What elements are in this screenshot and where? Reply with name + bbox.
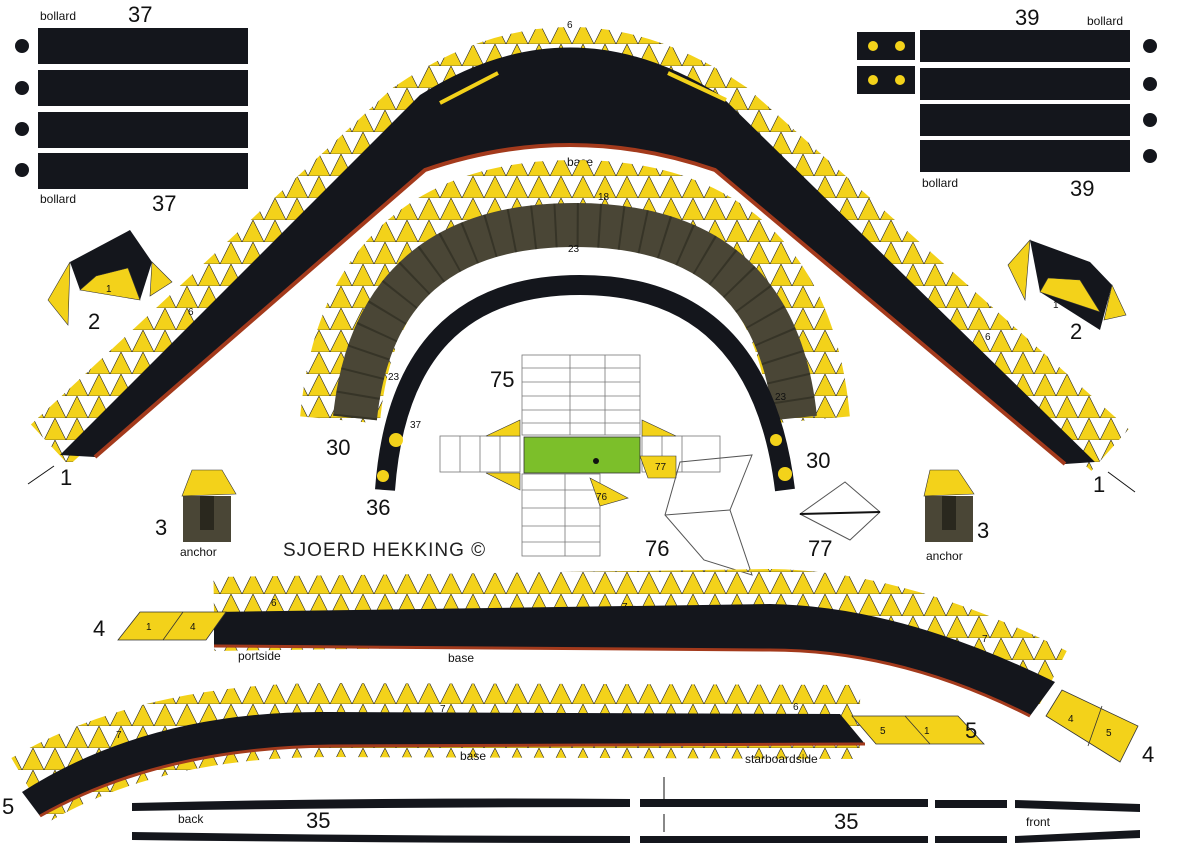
front-label: front <box>1026 815 1051 829</box>
part-number-6: 6 <box>985 332 991 343</box>
part-number-76: 76 <box>596 492 608 503</box>
part-number-2: 2 <box>88 309 100 334</box>
small-piece-right: 1 2 <box>1007 239 1127 344</box>
part-number-5: 5 <box>880 726 886 737</box>
part-number-77: 77 <box>655 462 667 473</box>
part-number-23: 23 <box>775 392 787 403</box>
anchor-piece-right: 3 anchor <box>923 469 989 563</box>
part-number-7: 7 <box>622 602 628 613</box>
part-number-4: 4 <box>1142 742 1154 767</box>
anchor-piece-left: 3 anchor <box>155 469 237 559</box>
part-number-6: 6 <box>188 307 194 318</box>
bollard-label: bollard <box>1087 14 1123 28</box>
part-number-5: 5 <box>2 794 14 819</box>
part-76-outline: 76 <box>645 454 753 576</box>
part-number-6: 6 <box>793 702 799 713</box>
part-number-30: 30 <box>806 448 830 473</box>
part-number-39: 39 <box>1070 176 1094 201</box>
part-number-7: 7 <box>440 704 446 715</box>
part-number-3: 3 <box>977 518 989 543</box>
part-number-37: 37 <box>128 2 152 27</box>
portside-label: portside <box>238 649 281 663</box>
part-number-37: 37 <box>410 420 422 431</box>
part-number-3: 3 <box>155 515 167 540</box>
starboard-hull-strip: 5 1 5 5 7 7 6 base starboardside <box>2 682 985 823</box>
base-label: base <box>448 651 474 665</box>
part-number-75: 75 <box>490 367 514 392</box>
part-number-1: 1 <box>1053 300 1059 311</box>
rail-strips-35: back 35 35 front <box>132 777 1140 843</box>
part-number-7: 7 <box>116 730 122 741</box>
base-label: base <box>460 749 486 763</box>
back-label: back <box>178 812 204 826</box>
anchor-label: anchor <box>180 545 217 559</box>
part-number-30: 30 <box>326 435 350 460</box>
bollard-strips-right: 39 bollard bollard 39 <box>857 5 1157 201</box>
part-number-39: 39 <box>1015 5 1039 30</box>
part-number-77: 77 <box>808 536 832 561</box>
part-number-2: 2 <box>1070 319 1082 344</box>
part-number-1: 1 <box>60 465 72 490</box>
bollard-strips-left: bollard 37 bollard 37 <box>15 2 248 216</box>
part-number-76: 76 <box>645 536 669 561</box>
part-number-35: 35 <box>306 808 330 833</box>
part-number-23: 23 <box>568 244 580 255</box>
part-number-5: 5 <box>965 718 977 743</box>
part-number-4: 4 <box>190 622 196 633</box>
part-number-23: 23 <box>388 372 400 383</box>
deck-grid-part-75: 75 77 76 <box>439 354 721 557</box>
part-number-35: 35 <box>834 809 858 834</box>
small-piece-left: 1 2 <box>47 230 173 334</box>
shield-arch-piece: 18 23 23 23 30 30 <box>300 159 850 473</box>
part-number-6: 6 <box>567 20 573 31</box>
part-number-4: 4 <box>1068 714 1074 725</box>
part-number-6: 6 <box>271 598 277 609</box>
part-number-1: 1 <box>106 284 112 295</box>
starboardside-label: starboardside <box>745 752 818 766</box>
part-number-7: 7 <box>982 634 988 645</box>
portside-hull-strip: 1 4 4 4 5 4 6 7 7 portside base <box>93 568 1154 767</box>
part-number-1: 1 <box>1093 472 1105 497</box>
part-number-5: 5 <box>1106 728 1112 739</box>
inner-arch-piece: 36 37 <box>366 274 795 520</box>
part-number-1: 1 <box>146 622 152 633</box>
author-credit: SJOERD HEKKING © <box>283 540 486 561</box>
part-77-outline: 77 <box>799 481 881 561</box>
anchor-label: anchor <box>926 549 963 563</box>
part-number-4: 4 <box>93 616 105 641</box>
part-number-37: 37 <box>152 191 176 216</box>
bollard-label: bollard <box>40 9 76 23</box>
part-number-1: 1 <box>924 726 930 737</box>
part-number-36: 36 <box>366 495 390 520</box>
bollard-label: bollard <box>922 176 958 190</box>
bollard-label: bollard <box>40 192 76 206</box>
part-number-18: 18 <box>598 192 610 203</box>
